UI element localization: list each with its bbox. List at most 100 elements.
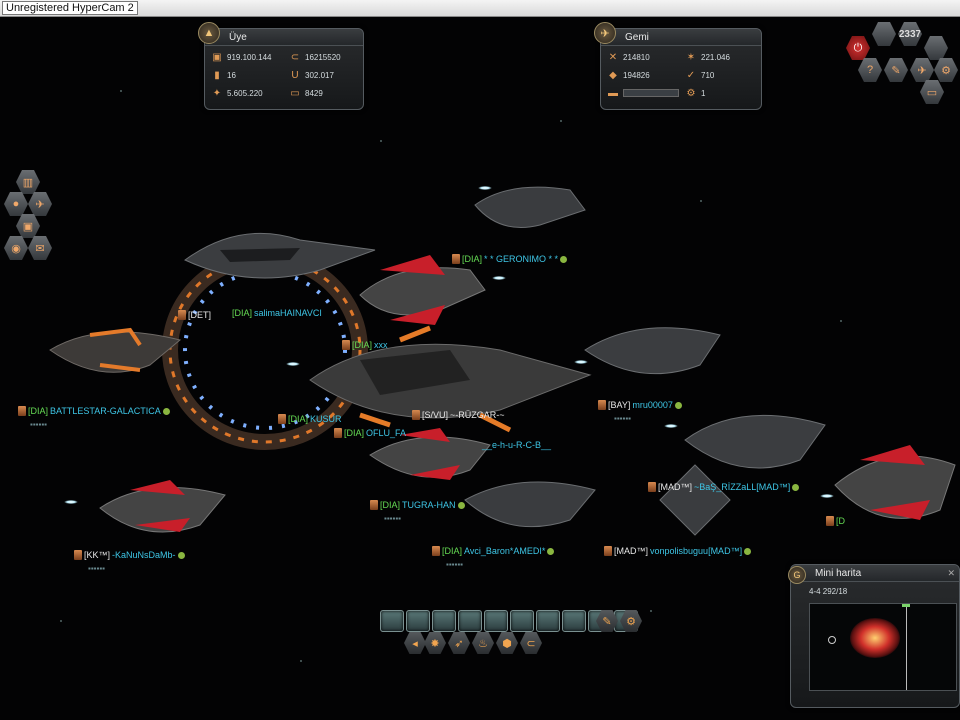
goliath-ship[interactable]	[350, 250, 490, 330]
jump-tool-button[interactable]: ⊂	[520, 632, 542, 654]
player-label[interactable]: [BAY]mru00007	[598, 400, 682, 410]
rocket-icon: ➶	[454, 637, 464, 650]
ship-info-button[interactable]: ✈	[28, 192, 52, 216]
chat-button[interactable]: ✉	[28, 236, 52, 260]
goliath-ship[interactable]	[360, 420, 500, 490]
player-label[interactable]: [S/VU] ~-RÜZGAR-~	[412, 410, 505, 420]
stat-credits: ▣919.100.144	[212, 51, 272, 63]
shield-icon: ⬢	[502, 637, 512, 650]
u-icon: U	[291, 69, 299, 81]
player-label[interactable]: [DIA] * * GERONIMO * *	[452, 254, 568, 264]
minimap-icon[interactable]: G	[788, 566, 806, 584]
enemy-ship[interactable]	[40, 310, 190, 390]
watermark: Unregistered HyperCam 2	[2, 1, 138, 15]
rank-icon	[604, 546, 612, 556]
tool-toggle-button[interactable]: ◂	[404, 632, 426, 654]
action-slot-7[interactable]	[536, 610, 560, 632]
player-label[interactable]: [DIA]BATTLESTAR-GALACTICA	[18, 406, 170, 416]
spark-icon: ✸	[430, 637, 440, 650]
ship-cluster[interactable]	[300, 320, 600, 440]
jump-icon: ⊂	[526, 637, 536, 650]
ship-icon[interactable]: ✈	[594, 22, 616, 44]
fullscreen-button[interactable]: ▭	[920, 80, 944, 104]
rank-icon	[826, 516, 834, 526]
action-slot-2[interactable]	[406, 610, 430, 632]
player-label[interactable]: [DIA]TUGRA-HAN	[370, 500, 465, 510]
minimap-close-icon[interactable]: ✕	[947, 567, 955, 578]
user-menu-icon: ●	[12, 198, 20, 210]
speed-icon: ✓	[686, 69, 696, 81]
action-slot-1[interactable]	[380, 610, 404, 632]
player-label[interactable]: [MAD™]~BaŞ_RİZZaLL[MAD™]	[648, 482, 800, 492]
menu-hex-2[interactable]	[924, 36, 948, 60]
rank-icon	[74, 550, 82, 560]
star	[380, 140, 382, 142]
log-icon: ▥	[22, 176, 34, 189]
user-stats-title: Üye	[229, 31, 247, 43]
player-label[interactable]: [DIA]salimaHAINAVCI	[232, 308, 322, 318]
cargo-icon: ▭	[290, 87, 300, 99]
power-icon: ⏻	[853, 41, 863, 54]
hull-icon: ◆	[609, 69, 617, 81]
help-icon: ?	[866, 64, 874, 76]
wrench-icon: ✎	[602, 615, 612, 628]
enemy-ship[interactable]	[580, 310, 730, 390]
bar-settings-button[interactable]: ✎	[596, 610, 618, 632]
clan-button[interactable]: ▣	[16, 214, 40, 238]
health-indicator: ▪▪▪▪▪▪	[384, 514, 402, 523]
flame-tool-button[interactable]: ♨	[472, 632, 494, 654]
action-slot-8[interactable]	[562, 610, 586, 632]
faction-icon	[744, 547, 752, 555]
bar-config-button[interactable]: ⚙	[620, 610, 642, 632]
player-label[interactable]: __e-h-u-R-C-B__	[482, 440, 552, 450]
ship-panel-title: Gemi	[625, 31, 649, 43]
player-label[interactable]: [D	[826, 516, 847, 526]
user-menu-button[interactable]: ●	[4, 192, 28, 216]
rank-icon	[432, 546, 440, 556]
enemy-ship[interactable]	[180, 220, 380, 290]
action-slot-4[interactable]	[458, 610, 482, 632]
stat-jackpot: ▭8429	[290, 87, 323, 99]
quest-icon: ◉	[11, 242, 21, 255]
ship-menu-button[interactable]: ✈	[910, 58, 934, 82]
player-label[interactable]: [MAD™]vonpolisbuguu[MAD™]	[604, 546, 752, 556]
config-button[interactable]: ⚙	[934, 58, 958, 82]
minimap-panel[interactable]: Mini harita ✕ 4-4 292/18	[790, 564, 960, 708]
player-label[interactable]: [DET]	[178, 310, 213, 320]
enemy-ship[interactable]	[680, 395, 830, 485]
player-label[interactable]: [DIA]Avci_Baron*AMEDI*	[432, 546, 555, 556]
level-icon: ▮	[214, 69, 220, 81]
menu-hex-1[interactable]	[872, 22, 896, 46]
help-button[interactable]: ?	[858, 58, 882, 82]
minimap-area[interactable]	[809, 603, 957, 691]
logout-button[interactable]: ⏻	[846, 36, 870, 60]
enemy-ship[interactable]	[460, 460, 600, 540]
action-slot-3[interactable]	[432, 610, 456, 632]
action-slot-5[interactable]	[484, 610, 508, 632]
user-icon[interactable]: ▲	[198, 22, 220, 44]
goliath-ship[interactable]	[830, 430, 960, 540]
rocket-tool-button[interactable]: ➶	[448, 632, 470, 654]
laser-tool-button[interactable]: ✸	[424, 632, 446, 654]
health-indicator: ▪▪▪▪▪▪	[446, 560, 464, 569]
minimap-crosshair-vertical	[906, 604, 907, 690]
ship-panel-header: Gemi	[601, 29, 761, 46]
enemy-ship[interactable]	[470, 175, 590, 240]
player-label[interactable]: [DIA]xxx	[342, 340, 388, 350]
action-slot-6[interactable]	[510, 610, 534, 632]
shield-tool-button[interactable]: ⬢	[496, 632, 518, 654]
player-label[interactable]: [DIA]KUSUR	[278, 414, 342, 424]
stat-hp: ✕214810	[608, 51, 650, 63]
enemy-ship[interactable]	[650, 460, 740, 540]
quest-button[interactable]: ◉	[4, 236, 28, 260]
player-label[interactable]: [KK™]-KaNuNsDaMb-	[74, 550, 185, 560]
cargo-bar-icon: ▬	[608, 87, 618, 99]
log-button[interactable]: ▥	[16, 170, 40, 194]
goliath-ship[interactable]	[90, 470, 230, 545]
rank-icon	[342, 340, 350, 350]
laser-shot	[492, 276, 506, 280]
player-label[interactable]: [DIA]OFLU_FA	[334, 428, 406, 438]
settings-button[interactable]: ✎	[884, 58, 908, 82]
faction-icon	[674, 401, 682, 409]
